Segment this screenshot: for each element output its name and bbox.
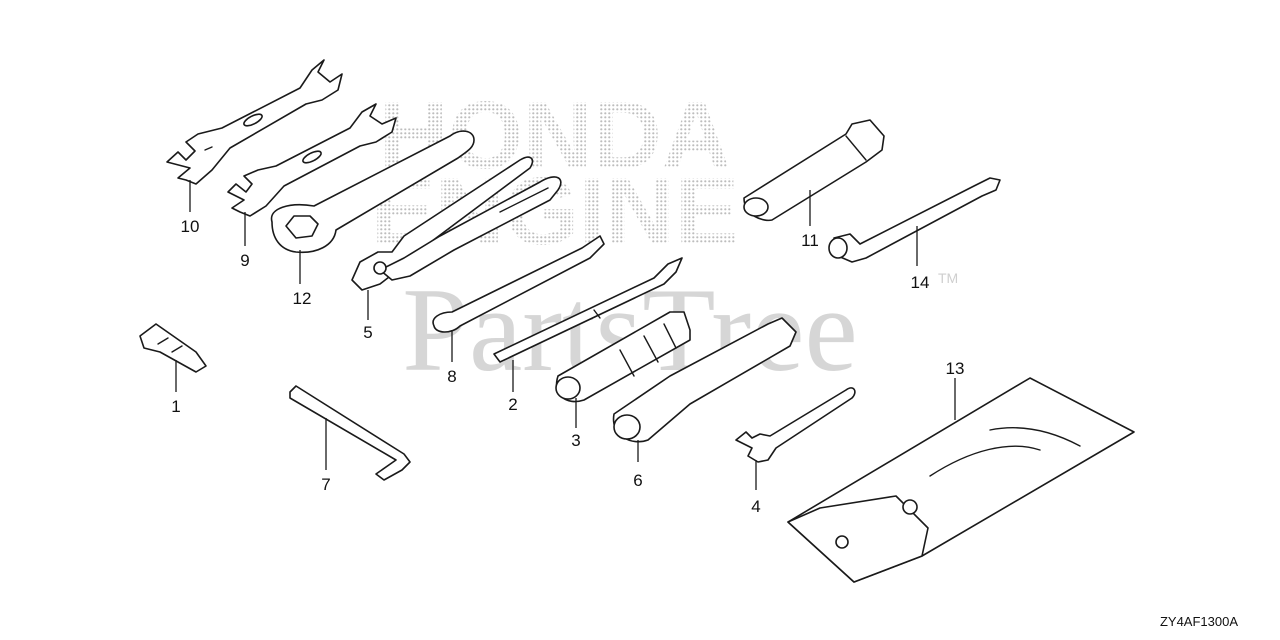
- label-part-13: 13: [946, 359, 965, 378]
- label-part-14: 14: [911, 273, 930, 292]
- part-14-extension-bar[interactable]: [828, 177, 1001, 263]
- label-part-10: 10: [181, 217, 200, 236]
- label-part-1: 1: [171, 397, 180, 416]
- part-4-wrench[interactable]: [735, 387, 856, 463]
- label-part-2: 2: [508, 395, 517, 414]
- label-part-6: 6: [633, 471, 642, 490]
- watermark-brand-top: HONDA: [379, 82, 731, 189]
- part-11-socket-wrench[interactable]: [743, 119, 885, 222]
- label-part-3: 3: [571, 431, 580, 450]
- part-5-pliers[interactable]: [351, 156, 562, 291]
- part-13-tool-bag[interactable]: [787, 377, 1135, 583]
- label-part-11: 11: [801, 231, 819, 250]
- label-part-8: 8: [447, 367, 456, 386]
- part-7-hex-key[interactable]: [289, 385, 411, 481]
- part-9-wrench[interactable]: [227, 103, 397, 217]
- honda-engine-watermark: HONDA ENGINE: [371, 82, 739, 265]
- diagram-code: ZY4AF1300A: [1160, 614, 1238, 629]
- partstree-tm-mark: TM: [938, 270, 958, 286]
- part-12-box-wrench[interactable]: [270, 130, 475, 254]
- label-part-12: 12: [293, 289, 312, 308]
- part-8-screwdriver[interactable]: [432, 235, 605, 333]
- part-3-handle[interactable]: [555, 311, 691, 403]
- part-1-clip[interactable]: [139, 323, 207, 373]
- part-6-box-wrench[interactable]: [612, 317, 797, 443]
- part-10-wrench[interactable]: [166, 59, 343, 185]
- part-2-screwdriver[interactable]: [493, 257, 683, 363]
- label-part-5: 5: [363, 323, 372, 342]
- label-part-9: 9: [240, 251, 249, 270]
- label-part-7: 7: [321, 475, 330, 494]
- label-part-4: 4: [751, 497, 760, 516]
